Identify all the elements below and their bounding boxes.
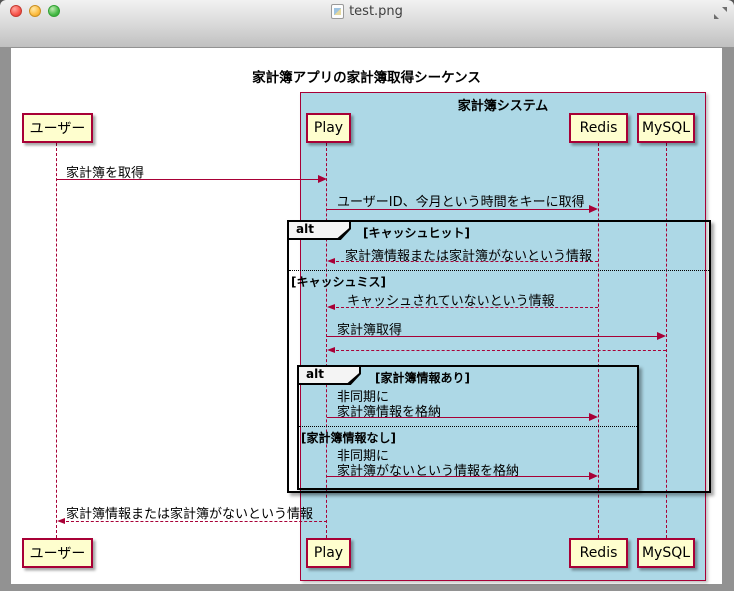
- image-page: [11, 48, 722, 584]
- zoom-button[interactable]: [48, 5, 60, 17]
- fullscreen-icon[interactable]: [713, 5, 728, 19]
- content-area: [0, 47, 734, 591]
- document-proxy-icon: [331, 3, 345, 19]
- toolbar: A ✎: [0, 22, 734, 69]
- window-title: test.png: [349, 3, 403, 19]
- title-bar: test.png: [0, 0, 734, 22]
- minimize-button[interactable]: [29, 5, 41, 17]
- close-button[interactable]: [10, 5, 22, 17]
